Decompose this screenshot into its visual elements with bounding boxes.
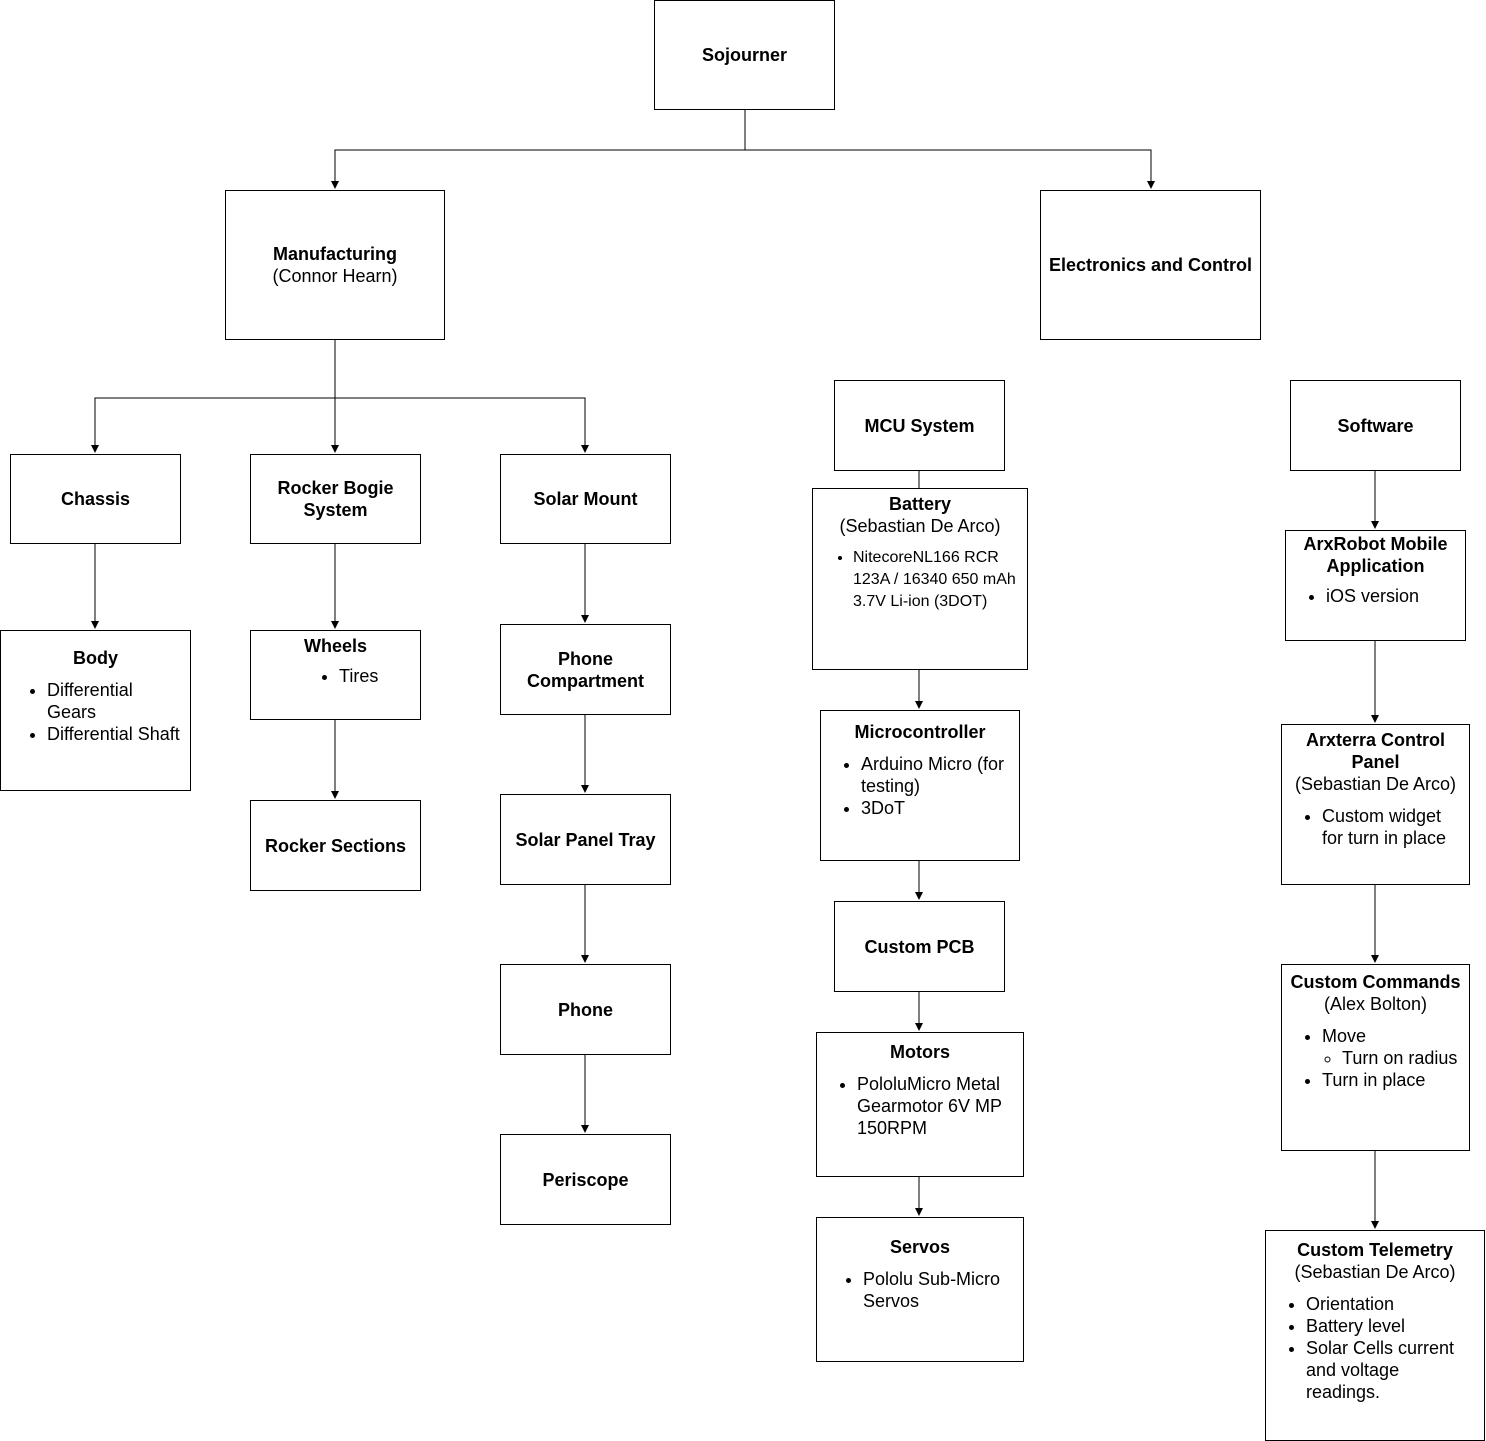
node-body[interactable]: Body Differential Gears Differential Sha… [0, 630, 191, 791]
node-title: Motors [890, 1042, 950, 1062]
node-title: Sojourner [701, 45, 787, 65]
node-owner: (Sebastian De Arco) [1294, 1262, 1456, 1282]
node-phone[interactable]: Phone [500, 964, 671, 1055]
node-title: Solar Panel Tray [515, 829, 656, 850]
node-manufacturing[interactable]: Manufacturing (Connor Hearn) [225, 190, 445, 340]
node-title: Chassis [60, 489, 131, 509]
node-owner: (Sebastian De Arco) [839, 516, 1001, 536]
node-title: Custom Commands [1290, 972, 1461, 992]
list-item: Arduino Micro (for testing) [861, 753, 1013, 797]
edge-sojourner-manufacturing [331, 110, 746, 189]
node-title: Phone Compartment [526, 648, 644, 691]
node-owner: (Sebastian De Arco) [1294, 774, 1457, 794]
node-chassis[interactable]: Chassis [10, 454, 181, 544]
node-sojourner[interactable]: Sojourner [654, 0, 835, 110]
node-bullets: Arduino Micro (for testing) 3DoT [827, 753, 1013, 819]
node-title: Battery [888, 494, 952, 514]
node-title: Arxterra Control Panel [1305, 730, 1446, 772]
node-bullets: Custom widget for turn in place [1288, 805, 1463, 849]
node-title: Rocker Sections [264, 835, 407, 856]
node-bullets: PololuMicro Metal Gearmotor 6V MP 150RPM [823, 1073, 1017, 1139]
node-rocker-bogie[interactable]: Rocker Bogie System [250, 454, 421, 544]
list-item: iOS version [1326, 585, 1459, 607]
list-item: NitecoreNL166 RCR 123A / 16340 650 mAh 3… [853, 547, 1021, 613]
node-arxterra[interactable]: Arxterra Control Panel (Sebastian De Arc… [1281, 724, 1470, 885]
node-title: Body [73, 648, 118, 668]
list-subitem: Turn on radius [1342, 1047, 1463, 1069]
list-item-text: Move [1322, 1026, 1367, 1046]
node-electronics[interactable]: Electronics and Control [1040, 190, 1261, 340]
node-arxrobot[interactable]: ArxRobot Mobile Application iOS version [1285, 530, 1466, 641]
node-title: MCU System [864, 415, 975, 436]
node-bullets: Tires [257, 665, 414, 687]
node-periscope[interactable]: Periscope [500, 1134, 671, 1225]
edge-sojourner-electronics [745, 149, 1155, 189]
node-custom-commands[interactable]: Custom Commands (Alex Bolton) Move Turn … [1281, 964, 1470, 1151]
list-item: Pololu Sub-Micro Servos [863, 1268, 1017, 1312]
node-wheels[interactable]: Wheels Tires [250, 630, 421, 720]
node-microcontroller[interactable]: Microcontroller Arduino Micro (for testi… [820, 710, 1020, 861]
node-bullets: Differential Gears Differential Shaft [7, 679, 184, 745]
node-phone-compartment[interactable]: Phone Compartment [500, 624, 671, 715]
node-title: Wheels [303, 636, 368, 656]
node-title: Periscope [542, 1169, 629, 1190]
list-item: Solar Cells current and voltage readings… [1306, 1337, 1478, 1403]
node-title: Phone [557, 999, 613, 1020]
node-solar-panel-tray[interactable]: Solar Panel Tray [500, 794, 671, 885]
node-bullets: Orientation Battery level Solar Cells cu… [1272, 1293, 1478, 1403]
list-item: Battery level [1306, 1315, 1478, 1337]
node-sub-bullets: Turn on radius [1322, 1047, 1463, 1069]
node-title: Microcontroller [854, 722, 986, 742]
list-item: Custom widget for turn in place [1322, 805, 1463, 849]
node-title: Servos [889, 1237, 951, 1257]
node-title: Software [1337, 415, 1414, 436]
list-item: Differential Shaft [47, 723, 184, 745]
list-item: Orientation [1306, 1293, 1478, 1315]
node-title: Custom Telemetry [1297, 1240, 1453, 1260]
node-bullets: Pololu Sub-Micro Servos [823, 1268, 1017, 1312]
node-title: ArxRobot Mobile Application [1303, 534, 1448, 576]
node-title: Custom PCB [864, 936, 975, 957]
node-title: Solar Mount [533, 489, 638, 509]
node-custom-pcb[interactable]: Custom PCB [834, 901, 1005, 992]
edge-manufacturing-chassis [91, 340, 336, 453]
list-item: 3DoT [861, 797, 1013, 819]
list-item: PololuMicro Metal Gearmotor 6V MP 150RPM [857, 1073, 1017, 1139]
node-rocker-sections[interactable]: Rocker Sections [250, 800, 421, 891]
node-mcu-system[interactable]: MCU System [834, 380, 1005, 471]
node-custom-telemetry[interactable]: Custom Telemetry (Sebastian De Arco) Ori… [1265, 1230, 1485, 1441]
node-title: Manufacturing [273, 244, 397, 264]
node-bullets: NitecoreNL166 RCR 123A / 16340 650 mAh 3… [819, 547, 1021, 613]
node-battery[interactable]: Battery (Sebastian De Arco) NitecoreNL16… [812, 488, 1028, 670]
node-motors[interactable]: Motors PololuMicro Metal Gearmotor 6V MP… [816, 1032, 1024, 1177]
node-software[interactable]: Software [1290, 380, 1461, 471]
node-title: Electronics and Control [1048, 255, 1253, 275]
node-owner: (Connor Hearn) [272, 266, 398, 286]
node-solar-mount[interactable]: Solar Mount [500, 454, 671, 544]
edge-manufacturing-solar [335, 397, 589, 453]
list-item: Tires [339, 665, 414, 687]
node-bullets: Move Turn on radius Turn in place [1288, 1025, 1463, 1091]
node-owner: (Alex Bolton) [1323, 994, 1428, 1014]
list-item: Differential Gears [47, 679, 184, 723]
node-title: Rocker Bogie System [277, 478, 394, 520]
list-item: Move Turn on radius [1322, 1025, 1463, 1069]
node-servos[interactable]: Servos Pololu Sub-Micro Servos [816, 1217, 1024, 1362]
node-bullets: iOS version [1292, 585, 1459, 607]
list-item: Turn in place [1322, 1069, 1463, 1091]
